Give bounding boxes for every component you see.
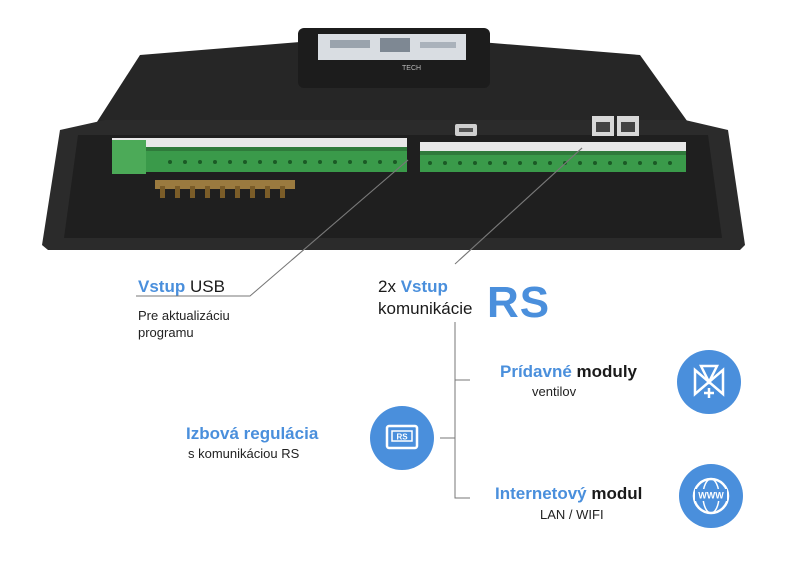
feature-room-title: Izbová regulácia	[186, 424, 319, 443]
brand-text: TECH	[402, 65, 421, 72]
controller-device-illustration: TECH	[42, 28, 745, 260]
www-icon-text: WWW	[698, 491, 724, 501]
feature-valve-title: Prídavné moduly	[500, 362, 637, 381]
rs-big-label: RS	[487, 278, 551, 327]
rs-thermostat-icon: RS	[370, 406, 434, 470]
rs-icon-text: RS	[396, 433, 408, 442]
usb-title: Vstup USB	[138, 277, 225, 296]
globe-www-icon: WWW	[679, 464, 743, 528]
rs-input-line2: komunikácie	[378, 299, 473, 318]
valve-icon	[677, 350, 741, 414]
usb-subtitle-1: Pre aktualizáciu	[138, 308, 230, 323]
usb-subtitle-2: programu	[138, 325, 194, 340]
feature-room-sub: s komunikáciou RS	[188, 446, 300, 461]
rs-input-title: 2x Vstup	[378, 277, 448, 296]
feature-internet-sub: LAN / WIFI	[540, 507, 604, 522]
feature-valve-sub: ventilov	[532, 384, 577, 399]
feature-internet-title: Internetový modul	[495, 484, 643, 503]
